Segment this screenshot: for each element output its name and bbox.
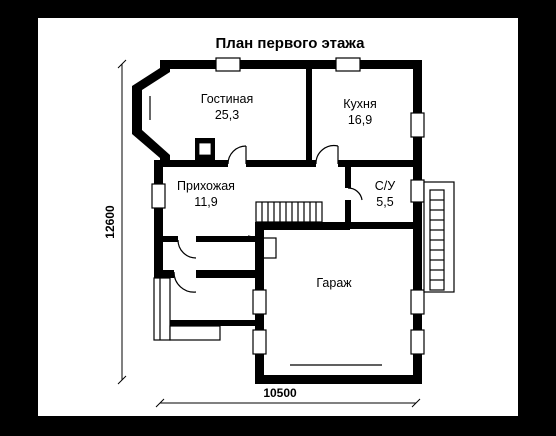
room-hall-area: 11,9 [194,195,217,209]
room-living-area: 25,3 [215,108,239,122]
dimension-height: 12600 [103,205,117,239]
room-hall-name: Прихожая [177,179,235,193]
dimension-lines [117,59,421,408]
room-garage-name: Гараж [316,276,352,290]
room-kitchen-name: Кухня [343,97,376,111]
dimension-width: 10500 [263,386,297,400]
room-kitchen-area: 16,9 [348,113,372,127]
plan-title: План первого этажа [216,35,366,52]
room-living-name: Гостиная [201,92,253,106]
room-bathroom-area: 5,5 [376,195,393,209]
room-bathroom-name: С/У [375,179,396,193]
plan-details [149,57,455,366]
